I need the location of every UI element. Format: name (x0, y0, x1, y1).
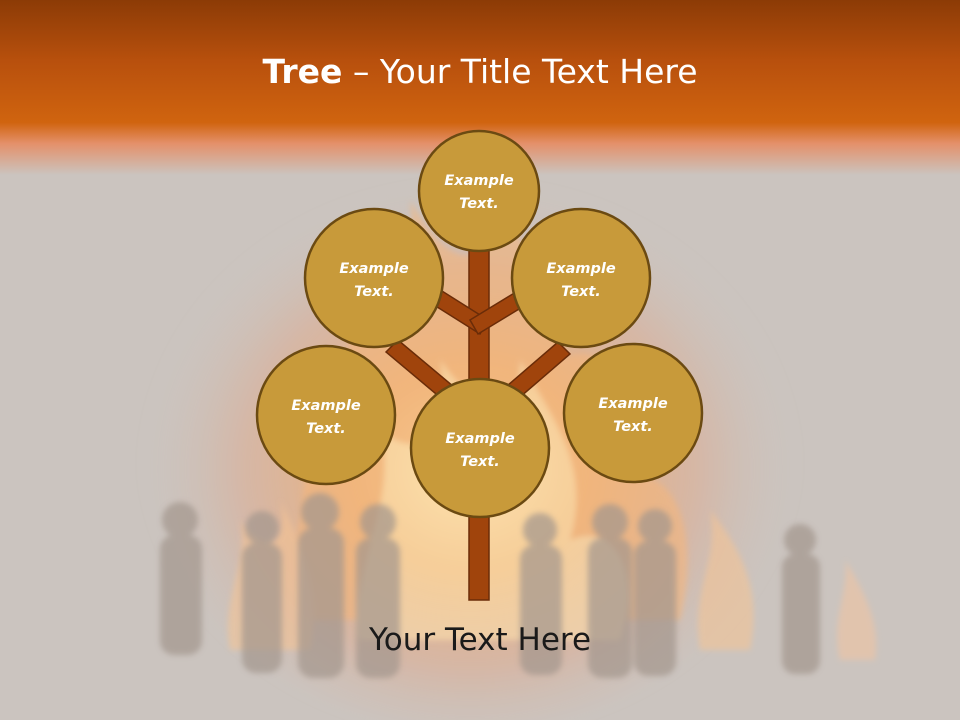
node-text-line1: Example (339, 261, 409, 277)
tree-node-lower-left: Example Text. (255, 344, 397, 486)
node-text-line2: Text. (459, 196, 499, 212)
footer-text: Your Text Here (368, 622, 592, 658)
title-rest: Your Title Text Here (379, 52, 698, 91)
node-text-line2: Text. (306, 421, 346, 437)
tree-node-top: Example Text. (417, 129, 541, 253)
node-text-line1: Example (546, 261, 616, 277)
title-separator: – (342, 52, 380, 91)
node-text-line1: Example (598, 396, 668, 412)
node-text-line1: Example (444, 173, 514, 189)
tree-node-upper-left: Example Text. (303, 207, 445, 349)
tree-node-upper-right: Example Text. (510, 207, 652, 349)
title-keyword: Tree (262, 52, 343, 91)
tree-node-lower-right: Example Text. (562, 342, 704, 484)
node-text-line2: Text. (354, 284, 394, 300)
slide-title: Tree – Your Title Text Here (0, 52, 960, 91)
node-text-line2: Text. (613, 419, 653, 435)
node-text-line1: Example (445, 431, 515, 447)
tree-node-center: Example Text. (409, 377, 551, 519)
node-text-line2: Text. (561, 284, 601, 300)
node-text-line1: Example (291, 398, 361, 414)
node-text-line2: Text. (460, 454, 500, 470)
